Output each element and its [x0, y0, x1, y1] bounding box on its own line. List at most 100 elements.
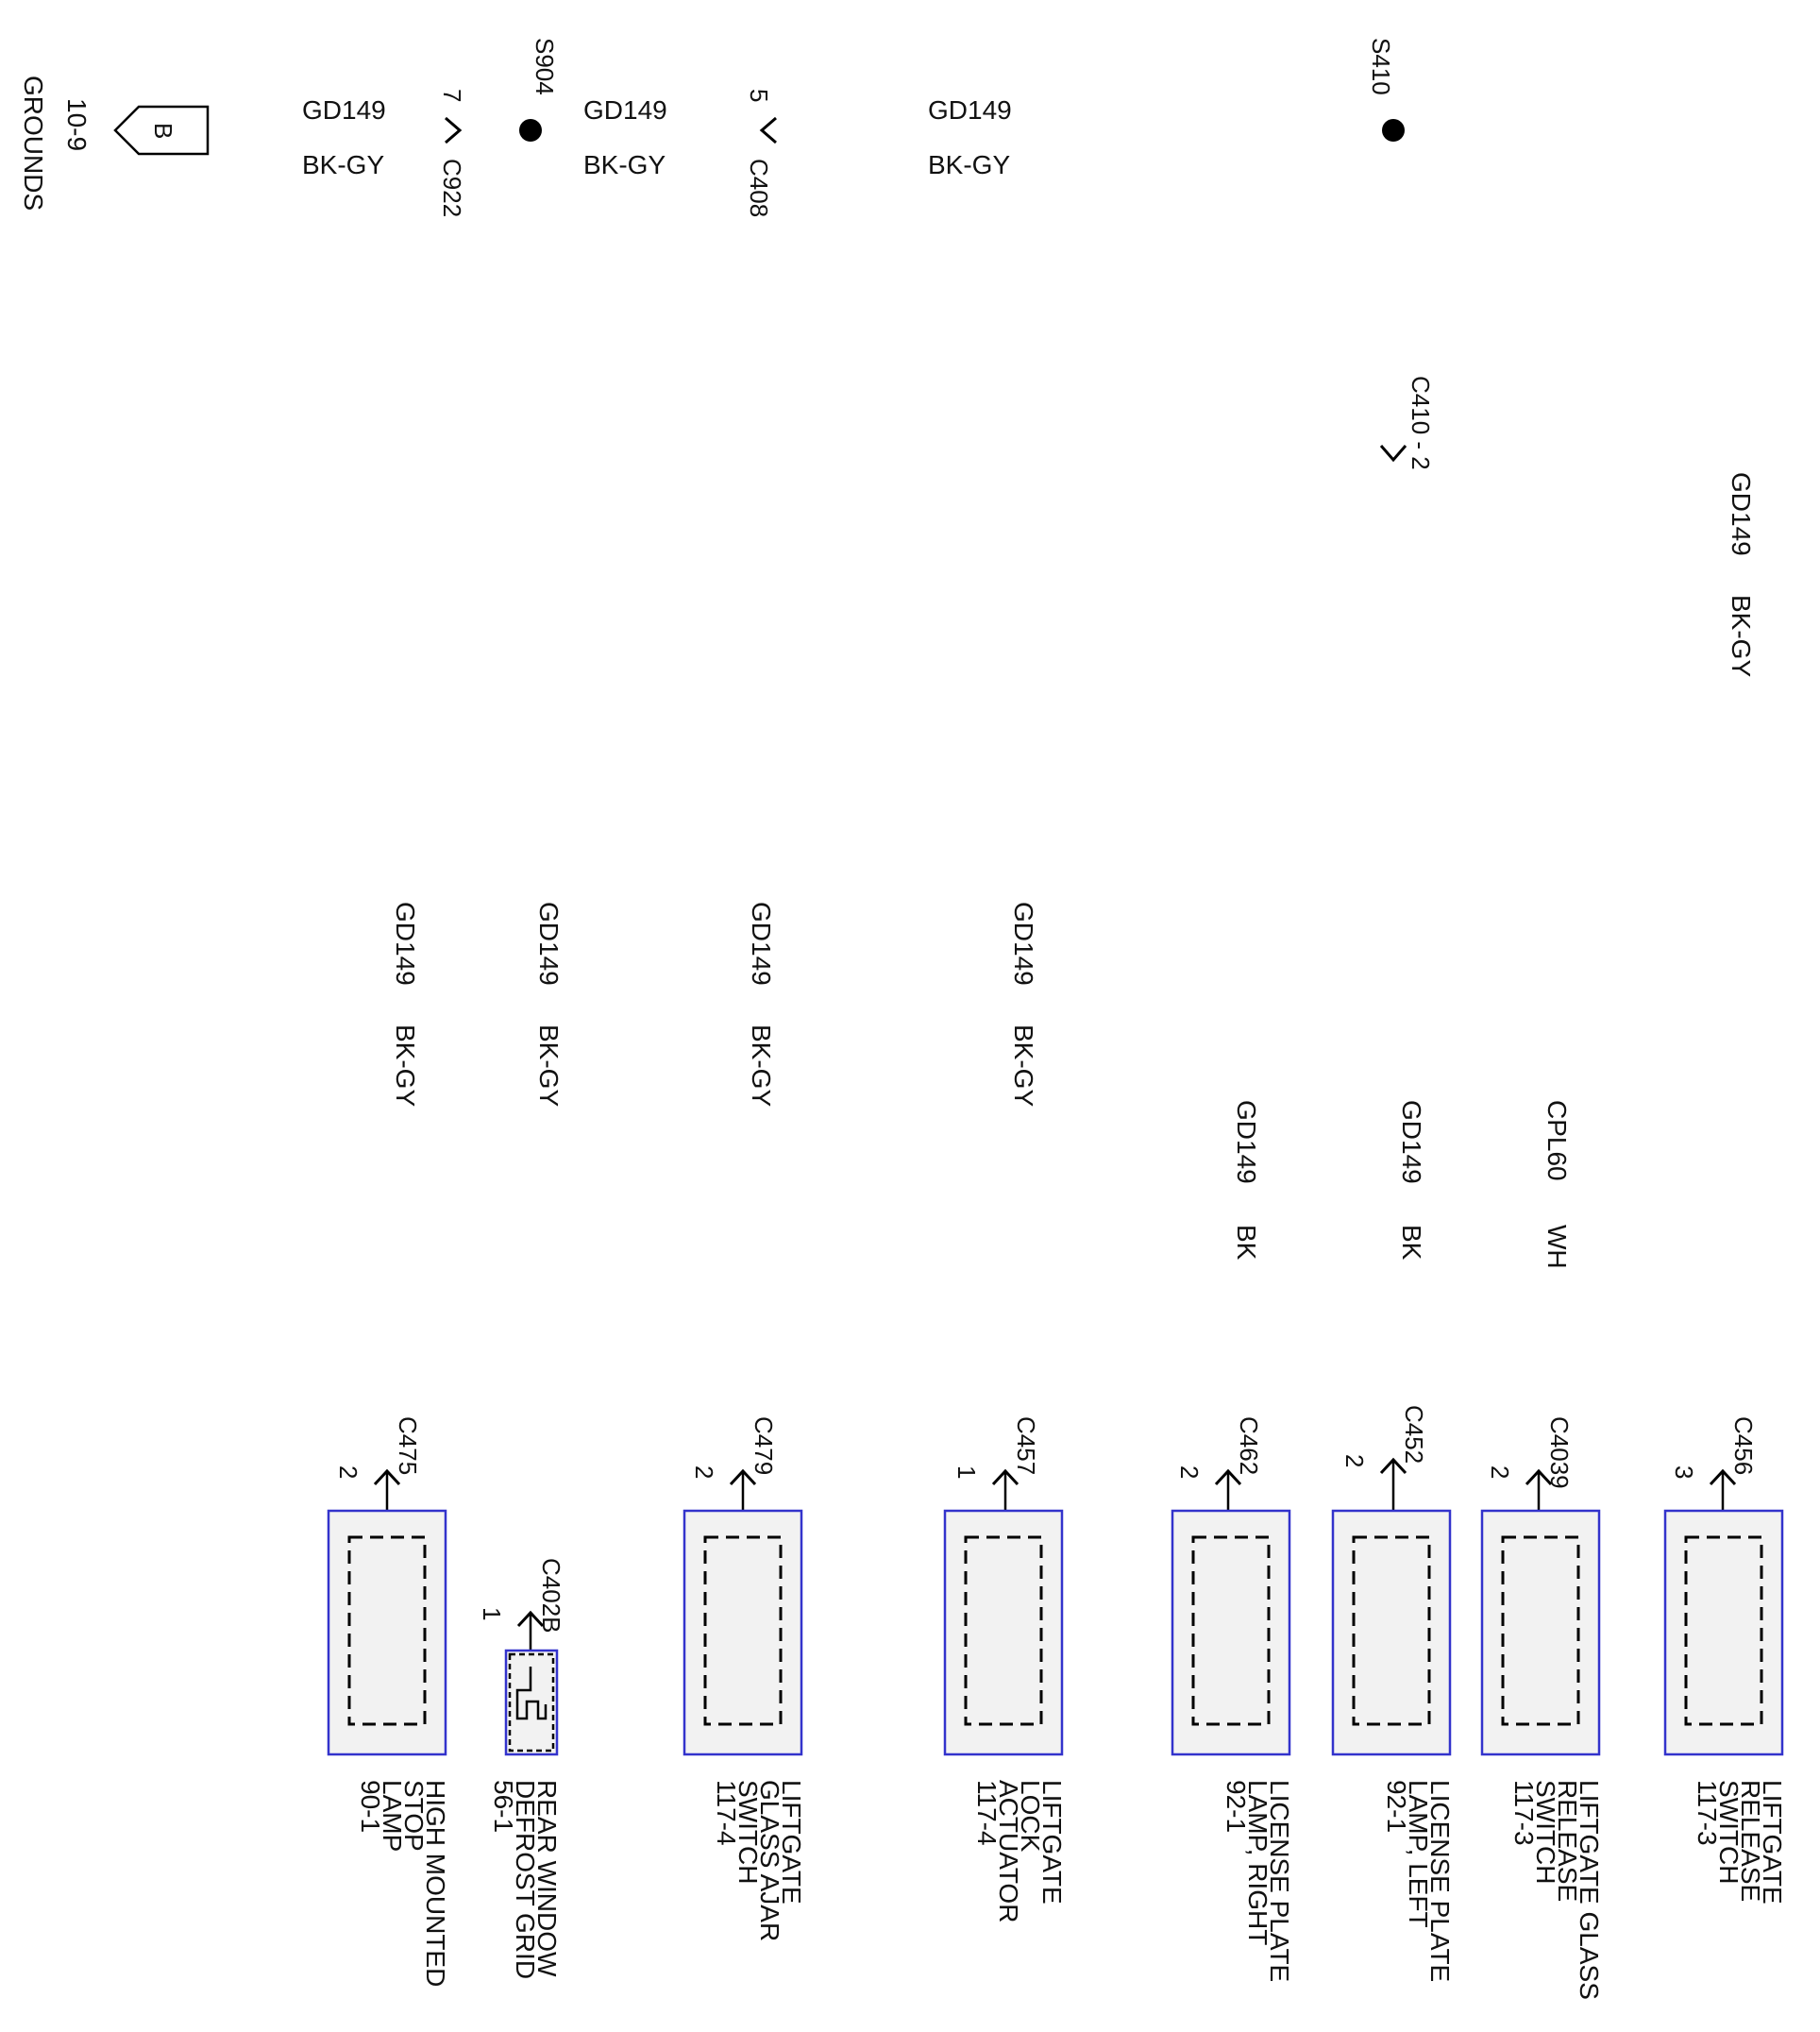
- glass-ajar-name-line-2: GLASS AJAR: [755, 1780, 784, 1941]
- glass-release-name-line-1: LIFTGATE GLASS: [1575, 1780, 1604, 2000]
- glass-release-wire-circuit: CPL60: [1542, 1100, 1572, 1181]
- high-mounted-wire-circuit: GD149: [391, 902, 420, 986]
- plate-left-name-line-2: LAMP, LEFT: [1404, 1780, 1433, 1928]
- inline-connector-c408[interactable]: 5 C408: [745, 89, 777, 217]
- s410-label: S410: [1367, 38, 1395, 95]
- glass-release-name-line-2: RELEASE: [1553, 1780, 1582, 1902]
- high-mounted-box[interactable]: [327, 1509, 447, 1756]
- glass-ajar-pin-number: 2: [690, 1465, 718, 1479]
- c410-arrow-icon: [1379, 445, 1407, 463]
- c408-arrow-icon: [759, 116, 777, 144]
- glass-ajar-box[interactable]: [682, 1509, 803, 1756]
- plate-left-pin-number: 2: [1340, 1454, 1369, 1467]
- rear-window-connector-label: C402B: [537, 1558, 565, 1634]
- glass-release-pin-number: 2: [1486, 1465, 1514, 1479]
- lock-actuator-name-line-1: LIFTGATE: [1037, 1780, 1067, 1905]
- glass-release-name-line-3: SWITCH: [1531, 1780, 1560, 1884]
- top-wire-2-color: BK-GY: [583, 150, 666, 179]
- ground-page-ref: 10-9: [62, 98, 92, 151]
- ground-reference[interactable]: 10-9 GROUNDS B: [19, 76, 210, 211]
- glass-ajar-wire-color: BK-GY: [747, 1024, 776, 1107]
- plate-right-box[interactable]: [1171, 1509, 1291, 1756]
- liftgate-release-name-line-2: RELEASE: [1736, 1780, 1765, 1902]
- top-wire-1-circuit: GD149: [302, 95, 386, 125]
- glass-release-box[interactable]: [1480, 1509, 1601, 1756]
- liftgate-release-pin-number: 3: [1670, 1465, 1698, 1479]
- rear-window-inner-box: [508, 1652, 555, 1753]
- rear-window-name-line-3: 56-1: [489, 1780, 518, 1833]
- c410-label: C410 - 2: [1407, 376, 1435, 470]
- plate-left-wire-color: BK: [1397, 1225, 1426, 1261]
- high-mounted-pin-number: 2: [334, 1465, 362, 1479]
- liftgate-release-name-line-3: SWITCH: [1714, 1780, 1744, 1884]
- plate-left-inner-box: [1352, 1535, 1431, 1726]
- c922-pin: 7: [438, 89, 466, 102]
- plate-right-connector-label: C462: [1235, 1416, 1263, 1475]
- wire-s410-to-c457[interactable]: [1005, 132, 1393, 1473]
- glass-ajar-name-line-3: SWITCH: [733, 1780, 763, 1884]
- lock-actuator-box[interactable]: [943, 1509, 1064, 1756]
- lock-actuator-connector-label: C457: [1012, 1416, 1040, 1475]
- inline-connector-c922[interactable]: 7 C922: [438, 89, 466, 217]
- plate-right-wire-circuit: GD149: [1232, 1100, 1261, 1184]
- plate-left-box[interactable]: [1331, 1509, 1452, 1756]
- plate-left-connector-label: C452: [1400, 1405, 1428, 1464]
- c408-pin: 5: [745, 89, 773, 102]
- plate-left-wire-circuit: GD149: [1397, 1100, 1426, 1184]
- liftgate-release-name-line-4: 117-3: [1693, 1780, 1722, 1846]
- c408-label: C408: [745, 159, 773, 217]
- glass-release-name-line-4: 117-3: [1509, 1780, 1539, 1846]
- rear-window-pin-number: 1: [478, 1607, 506, 1620]
- liftgate-release-wire-color: BK-GY: [1727, 595, 1756, 677]
- s410-node: [1382, 119, 1405, 142]
- ground-flag-icon: [113, 105, 210, 156]
- high-mounted-wire-color: BK-GY: [391, 1024, 420, 1107]
- inline-connector-c410[interactable]: C410 - 2: [1379, 376, 1435, 470]
- lock-actuator-name-line-4: 117-4: [972, 1780, 1002, 1846]
- s904-label: S904: [531, 38, 559, 95]
- liftgate-release-box[interactable]: [1663, 1509, 1784, 1756]
- glass-ajar-name-line-4: 117-4: [712, 1780, 741, 1846]
- splice-s904[interactable]: S904: [387, 38, 559, 1615]
- plate-right-wire-color: BK: [1232, 1225, 1261, 1261]
- high-mounted-name-line-1: HIGH MOUNTED: [421, 1780, 450, 1987]
- lock-actuator-pin-number: 1: [952, 1465, 981, 1479]
- ground-title: GROUNDS: [19, 76, 48, 211]
- splice-s410[interactable]: S410: [743, 38, 1405, 1473]
- plate-right-name-line-1: LICENSE PLATE: [1265, 1780, 1294, 1982]
- top-wire-2-circuit: GD149: [583, 95, 667, 125]
- s904-node: [519, 119, 542, 142]
- plate-right-pin-number: 2: [1175, 1465, 1204, 1479]
- top-wires: GD149 BK-GY GD149 BK-GY GD149 BK-GY: [302, 95, 1012, 179]
- wire-s410-to-c479[interactable]: [743, 132, 1393, 1473]
- wire-s904-to-c475[interactable]: [387, 132, 531, 1473]
- glass-release-wire-color: WH: [1542, 1225, 1572, 1269]
- glass-release-connector-label: C4039: [1545, 1416, 1574, 1489]
- liftgate-release-connector-label: C456: [1729, 1416, 1758, 1475]
- plate-right-inner-box: [1191, 1535, 1271, 1726]
- plate-left-name-line-3: 92-1: [1382, 1780, 1411, 1833]
- liftgate-release-wire-circuit: GD149: [1727, 472, 1756, 556]
- heater-grid-icon: [515, 1667, 548, 1720]
- ground-flag-letter: B: [149, 123, 177, 139]
- plate-left-name-line-1: LICENSE PLATE: [1425, 1780, 1455, 1982]
- liftgate-release-name-line-1: LIFTGATE: [1758, 1780, 1787, 1905]
- lock-actuator-inner-box: [964, 1535, 1043, 1726]
- high-mounted-inner-box: [347, 1535, 427, 1726]
- c922-arrow-icon: [445, 116, 463, 144]
- top-wire-1-color: BK-GY: [302, 150, 384, 179]
- high-mounted-connector-label: C475: [394, 1416, 422, 1475]
- lock-actuator-wire-color: BK-GY: [1009, 1024, 1038, 1107]
- high-mounted-name-line-2: STOP: [399, 1780, 429, 1852]
- rear-window-name-line-1: REAR WINDOW: [532, 1780, 562, 1977]
